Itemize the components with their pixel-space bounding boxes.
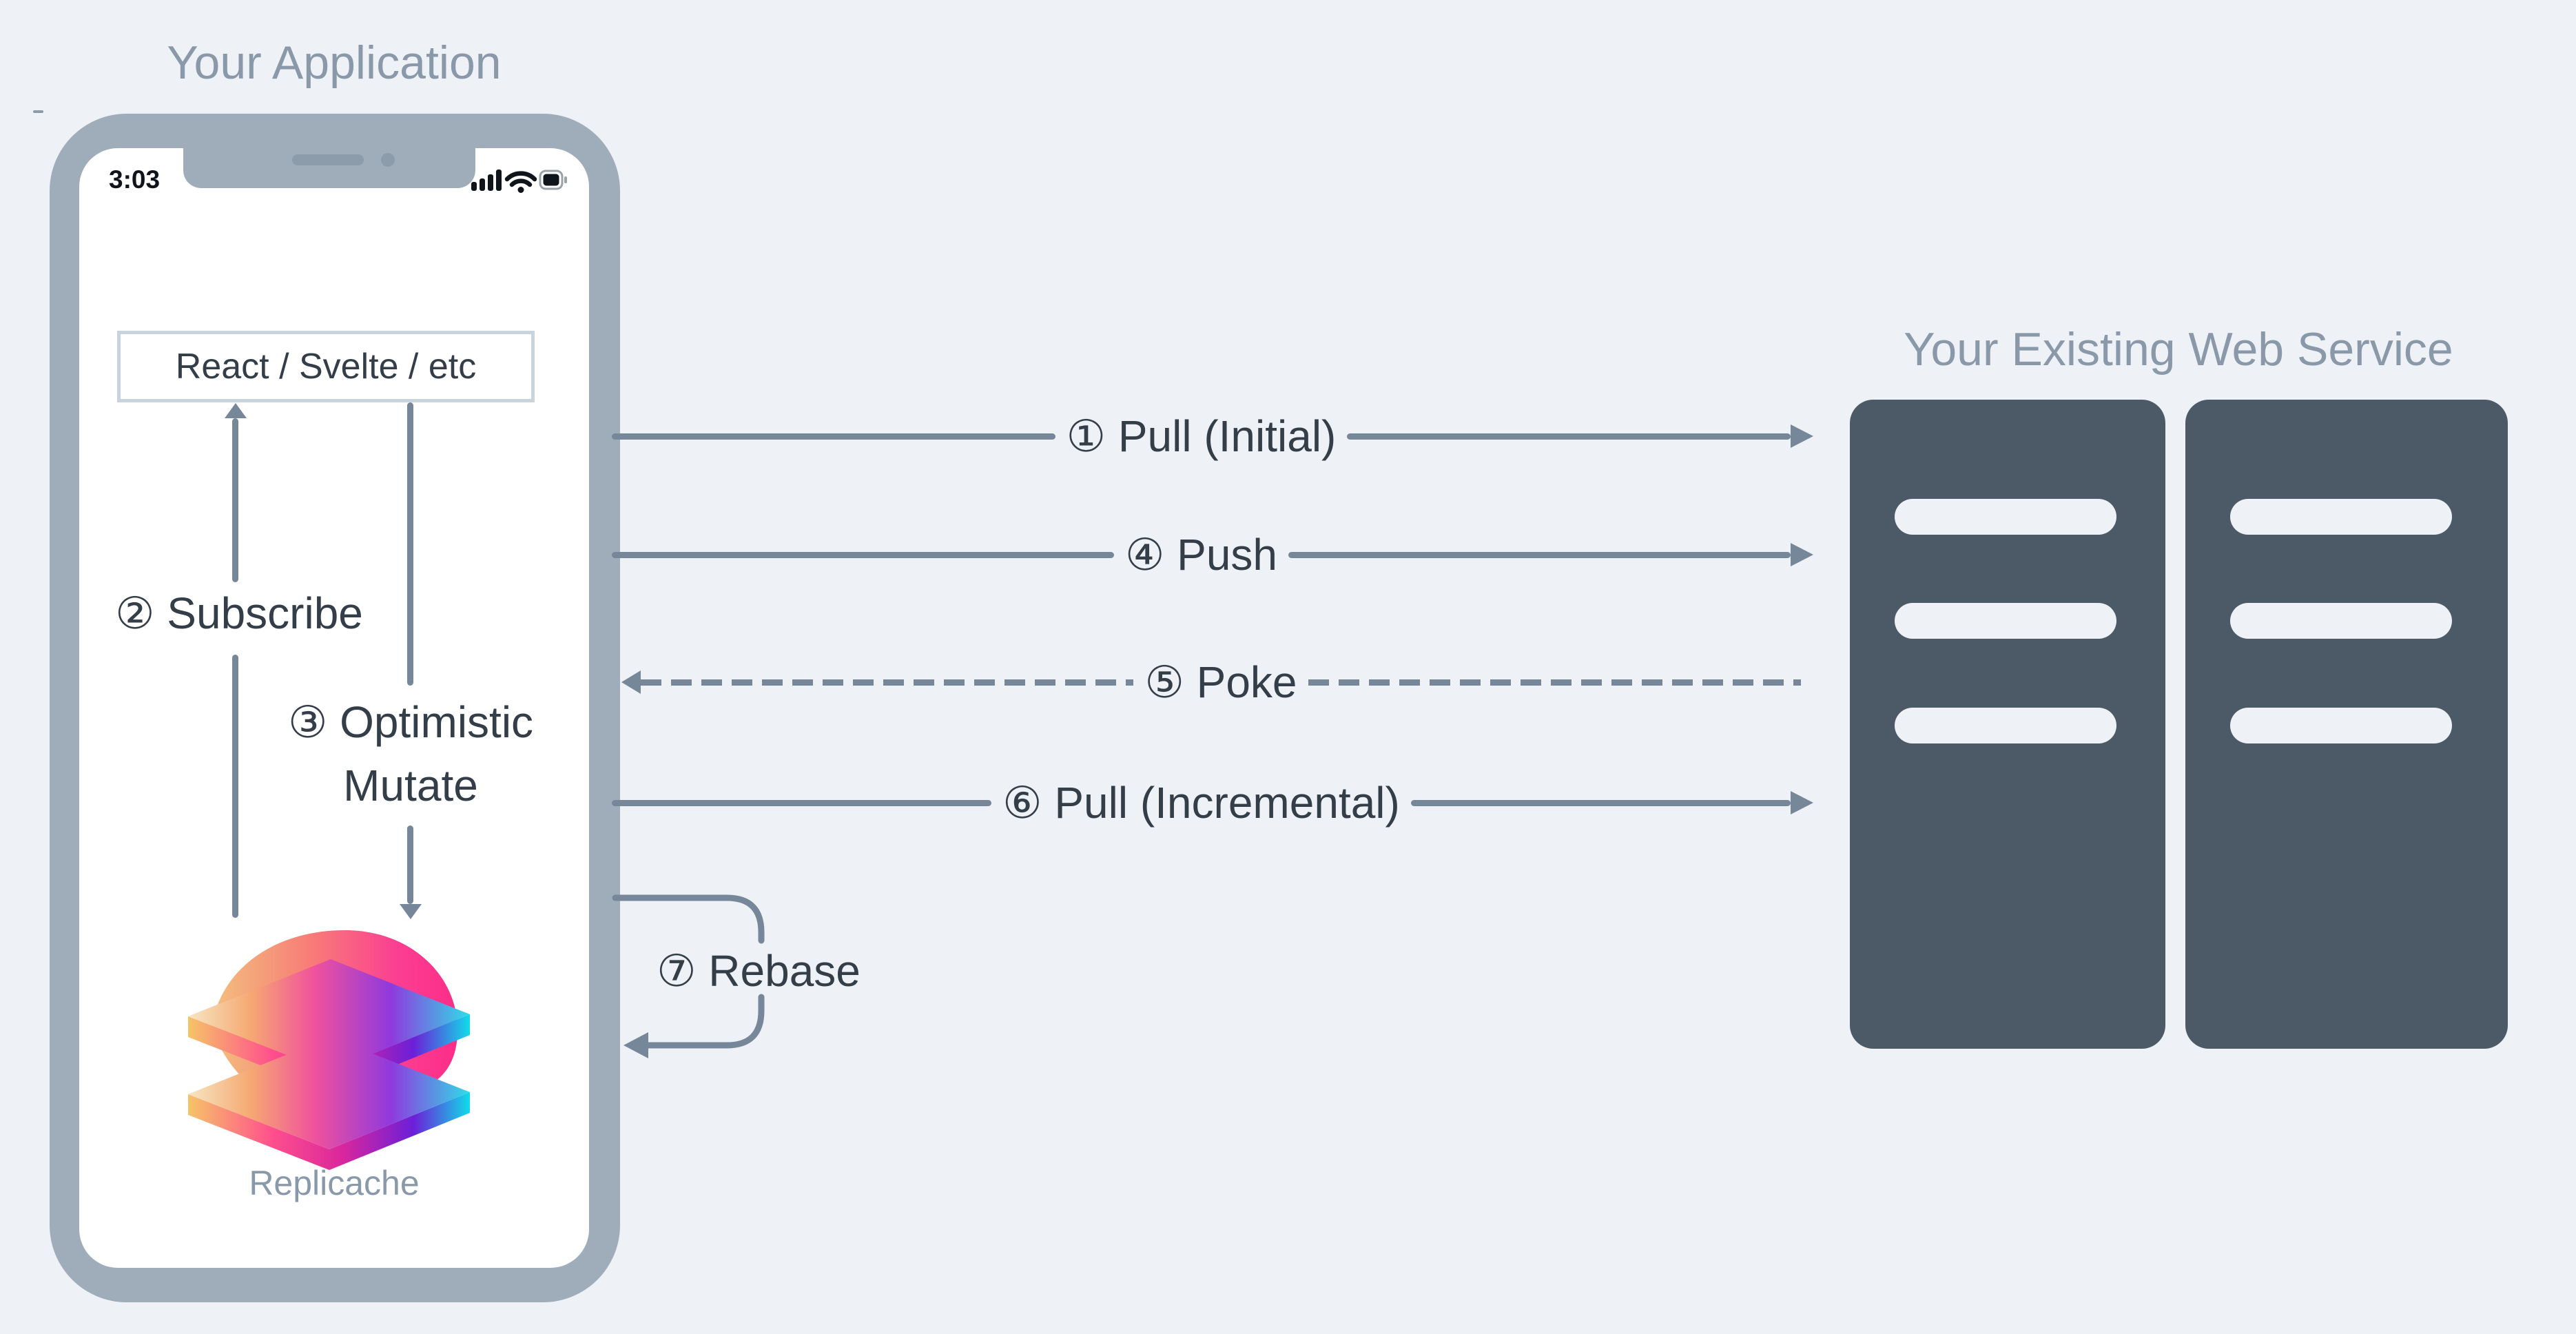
cellular-signal-icon — [471, 170, 502, 191]
server-rack — [1850, 400, 2165, 1049]
camera-icon — [381, 153, 395, 167]
wifi-icon — [504, 171, 537, 193]
flow-line — [612, 799, 992, 806]
flow-label: ① Pull (Initial) — [1066, 411, 1337, 461]
framework-box-label: React / Svelte / etc — [175, 347, 477, 387]
subscribe-label: ② Subscribe — [115, 588, 363, 638]
server-slot — [1895, 708, 2116, 743]
app-title: Your Application — [167, 37, 502, 89]
rebase-label: ⑦ Rebase — [657, 946, 861, 996]
flow-pull-initial: ① Pull (Initial) — [612, 405, 1813, 467]
flow-line — [1410, 799, 1791, 806]
flow-label: ④ Push — [1124, 529, 1278, 579]
replicache-logo — [188, 930, 470, 1170]
arrowhead-down-icon — [400, 904, 422, 919]
flow-line-dashed — [1308, 679, 1801, 686]
flow-line — [612, 551, 1114, 558]
flow-label: ⑥ Pull (Incremental) — [1002, 777, 1400, 828]
flow-line — [612, 433, 1055, 440]
server-slot — [1895, 499, 2116, 535]
server-slot — [1895, 603, 2116, 639]
arrowhead-right-icon — [1791, 791, 1813, 814]
server-slot — [2230, 603, 2452, 639]
subscribe-line — [232, 655, 238, 918]
arrowhead-right-icon — [1791, 424, 1813, 448]
arrowhead-left-icon — [624, 1032, 648, 1058]
mutate-label-line1: ③ Optimistic — [287, 697, 534, 747]
arrowhead-right-icon — [1791, 543, 1813, 566]
service-title: Your Existing Web Service — [1904, 323, 2453, 376]
flow-poke: ⑤ Poke — [621, 651, 1801, 713]
flow-push: ④ Push — [612, 524, 1813, 586]
battery-icon — [539, 170, 567, 190]
speaker-icon — [292, 154, 364, 165]
server-rack — [2185, 400, 2508, 1049]
logo-caption: Replicache — [249, 1164, 420, 1202]
rebase-loop — [612, 894, 765, 1058]
mutate-label: ③ Optimistic Mutate — [262, 690, 559, 817]
mutate-line — [407, 825, 413, 904]
server-slot — [2230, 499, 2452, 535]
server-slot — [2230, 708, 2452, 743]
stray-dash — [33, 110, 43, 113]
status-icons — [471, 170, 567, 193]
framework-box: React / Svelte / etc — [117, 331, 535, 402]
mutate-line — [407, 402, 413, 686]
arrowhead-up-icon — [225, 403, 247, 418]
flow-pull-incremental: ⑥ Pull (Incremental) — [612, 772, 1813, 834]
subscribe-line — [232, 418, 238, 582]
logo-layer — [188, 1037, 470, 1170]
arrowhead-left-icon — [621, 670, 641, 694]
flow-line-dashed — [641, 679, 1134, 686]
flow-line — [1288, 551, 1791, 558]
flow-label: ⑤ Poke — [1144, 657, 1297, 707]
status-time: 3:03 — [109, 165, 161, 194]
flow-line — [1347, 433, 1791, 440]
mutate-label-line2: Mutate — [343, 761, 478, 810]
